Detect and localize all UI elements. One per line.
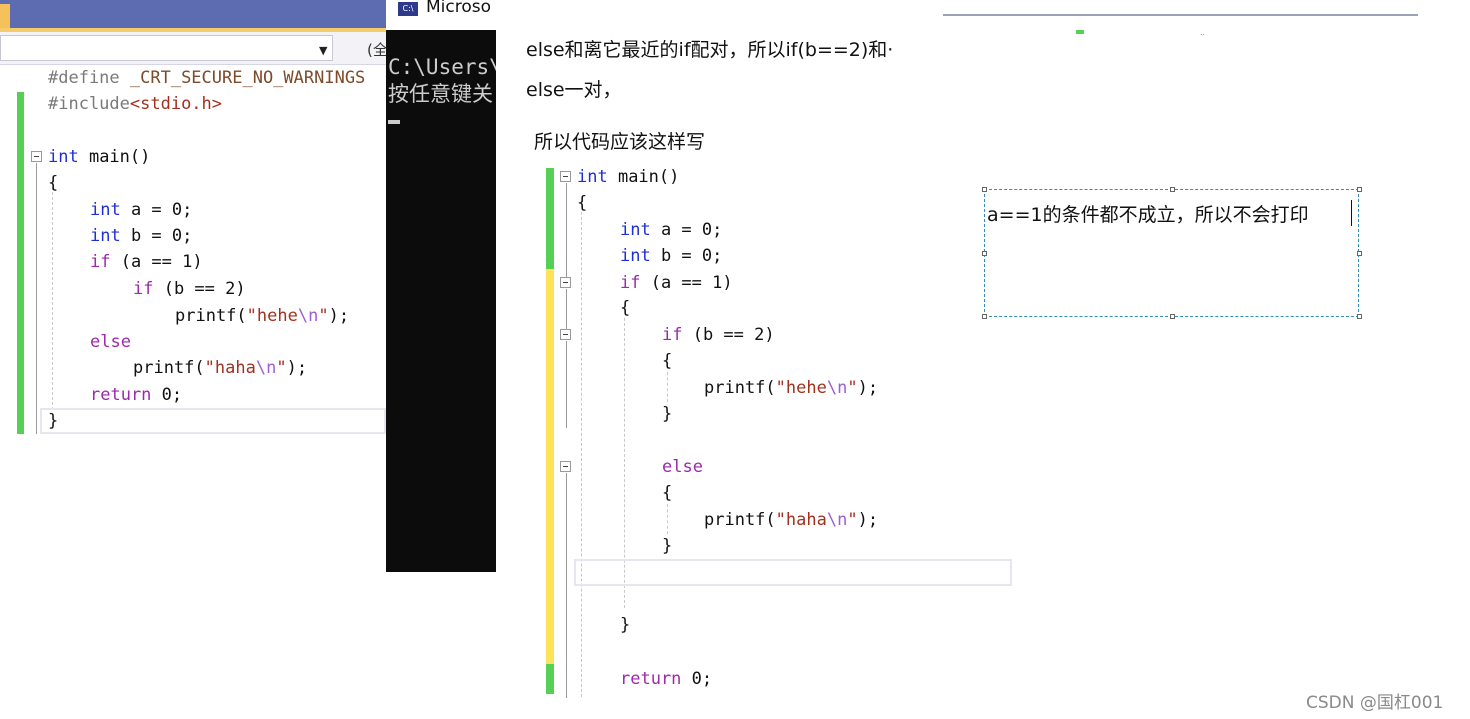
change-bar-unsaved — [546, 269, 554, 664]
outline-line — [566, 473, 567, 698]
resize-handle[interactable] — [1357, 187, 1362, 192]
header-name: <stdio.h> — [129, 94, 223, 114]
change-bar — [546, 664, 554, 694]
outline-line — [566, 289, 567, 329]
article-heading: 所以代码应该这样写 — [534, 131, 706, 153]
marker — [1076, 30, 1084, 34]
code-line[interactable]: else — [662, 457, 703, 477]
chevron-down-icon[interactable]: ▼ — [319, 44, 328, 57]
code-line[interactable]: int a = 0; — [90, 200, 193, 220]
code-line[interactable]: } — [662, 536, 673, 556]
include-directive: #include — [48, 94, 130, 114]
macro-name: _CRT_SECURE_NO_WARNINGS — [129, 68, 366, 88]
resize-handle[interactable] — [1357, 314, 1362, 319]
current-line-highlight — [40, 408, 386, 434]
code-line[interactable]: } — [620, 615, 631, 635]
text-caret — [1351, 200, 1352, 226]
outline-line — [36, 163, 37, 434]
article-text: else一对， — [526, 79, 622, 101]
code-line[interactable]: int b = 0; — [620, 246, 723, 266]
code-line[interactable]: else — [90, 332, 131, 352]
article-text: else和离它最近的if配对，所以if(b==2)和· — [526, 39, 894, 61]
code-line[interactable]: } — [662, 404, 673, 424]
resize-handle[interactable] — [1170, 314, 1175, 319]
indent-guide — [667, 504, 668, 534]
active-tab-indicator — [0, 28, 386, 32]
console-icon: C:\ — [398, 2, 418, 16]
code-line[interactable]: { — [48, 173, 59, 193]
code-line[interactable]: if (b == 2) — [662, 325, 775, 345]
code-line[interactable]: if (a == 1) — [90, 252, 203, 272]
resize-handle[interactable] — [982, 187, 987, 192]
outline-line — [566, 183, 567, 277]
divider — [943, 14, 1418, 16]
code-line[interactable]: printf("hehe\n"); — [175, 306, 350, 326]
indent-guide — [581, 212, 582, 697]
left-code-editor: ▼ (全 #define _CRT_SECURE_NO_WARNINGS #in… — [0, 0, 386, 719]
ide-title-bar — [0, 0, 386, 28]
define-directive: #define — [48, 68, 130, 88]
code-line[interactable]: if (a == 1) — [620, 273, 733, 293]
code-line[interactable]: #include<stdio.h> — [48, 94, 222, 114]
annotation-text[interactable]: a==1的条件都不成立，所以不会打印 — [987, 204, 1309, 226]
document-tab[interactable] — [0, 4, 10, 28]
indent-guide — [624, 318, 625, 608]
console-window[interactable]: C:\ Microso C:\Users\ 按任意键关 — [386, 0, 496, 572]
change-bar — [546, 168, 554, 269]
code-line[interactable]: #define _CRT_SECURE_NO_WARNINGS — [48, 68, 365, 88]
scope-dropdown-label: (全 — [367, 41, 386, 59]
marker: .. — [1200, 28, 1206, 37]
code-line[interactable]: printf("haha\n"); — [133, 358, 308, 378]
current-line-highlight — [574, 559, 1012, 586]
code-line[interactable]: if (b == 2) — [133, 279, 246, 299]
code-line[interactable]: { — [620, 298, 631, 318]
code-line[interactable]: printf("haha\n"); — [704, 510, 879, 530]
code-line[interactable]: int a = 0; — [620, 220, 723, 240]
console-title-bar[interactable]: C:\ Microso — [386, 0, 496, 30]
indent-guide — [52, 182, 53, 410]
code-line[interactable]: return 0; — [620, 669, 713, 689]
code-line[interactable]: } — [48, 411, 59, 431]
collapse-icon[interactable] — [560, 171, 571, 182]
outline-line — [566, 341, 567, 428]
console-cursor — [388, 120, 400, 124]
resize-handle[interactable] — [982, 314, 987, 319]
resize-handle[interactable] — [1170, 187, 1175, 192]
code-line[interactable]: { — [577, 193, 588, 213]
watermark: CSDN @国杠001 — [1306, 693, 1444, 713]
console-output-line: C:\Users\ — [388, 55, 496, 79]
annotation-textbox[interactable]: a==1的条件都不成立，所以不会打印 — [982, 187, 1362, 319]
code-line[interactable]: { — [662, 351, 673, 371]
project-scope-dropdown[interactable]: ▼ — [0, 35, 333, 61]
resize-handle[interactable] — [982, 251, 987, 256]
navigation-bar: ▼ (全 — [0, 32, 386, 65]
code-line[interactable]: int b = 0; — [90, 226, 193, 246]
code-line[interactable]: int main() — [577, 167, 680, 187]
collapse-icon[interactable] — [560, 461, 571, 472]
code-line[interactable]: int main() — [48, 147, 151, 167]
console-title: Microso — [426, 0, 492, 17]
code-line[interactable]: { — [662, 483, 673, 503]
collapse-icon[interactable] — [560, 329, 571, 340]
change-bar — [17, 92, 24, 434]
code-line[interactable]: return 0; — [90, 385, 183, 405]
resize-handle[interactable] — [1357, 251, 1362, 256]
console-output-line: 按任意键关 — [388, 82, 493, 106]
scope-dropdown[interactable]: (全 — [337, 35, 386, 61]
code-line[interactable]: printf("hehe\n"); — [704, 378, 879, 398]
collapse-icon[interactable] — [31, 151, 42, 162]
indent-guide — [667, 372, 668, 402]
collapse-icon[interactable] — [560, 277, 571, 288]
